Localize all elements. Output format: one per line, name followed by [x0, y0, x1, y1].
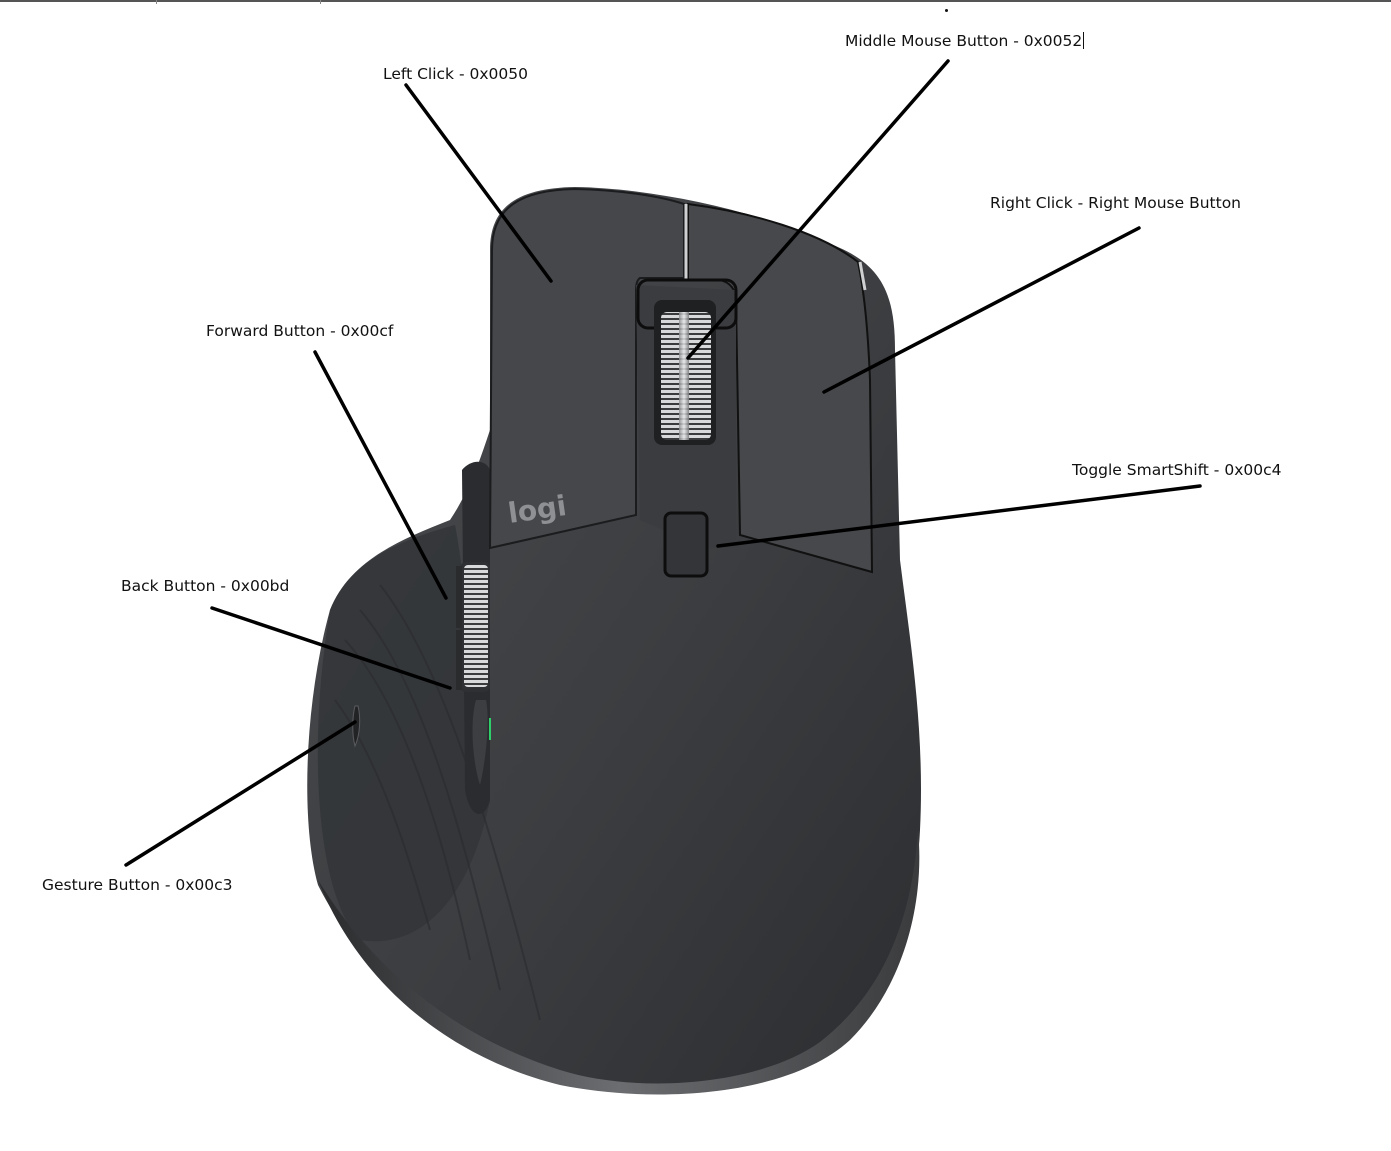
top-tick — [156, 0, 157, 4]
label-forward-button: Forward Button - 0x00cf — [206, 322, 394, 340]
leader-line-right — [822, 226, 1141, 394]
logi-logo: logi — [506, 489, 569, 530]
leader-line-back — [210, 606, 452, 690]
leader-line-gesture — [124, 720, 357, 867]
label-middle-mouse-button: Middle Mouse Button - 0x0052 — [845, 32, 1085, 50]
leader-line-forward — [313, 350, 448, 600]
label-gesture-button: Gesture Button - 0x00c3 — [42, 876, 233, 894]
window-top-border — [0, 0, 1391, 2]
label-left-click: Left Click - 0x0050 — [383, 65, 528, 83]
top-tick — [320, 0, 321, 4]
text-cursor — [1083, 32, 1085, 49]
leader-line-middle — [686, 59, 950, 360]
label-right-click: Right Click - Right Mouse Button — [990, 194, 1242, 212]
leader-line-left — [404, 83, 553, 283]
label-toggle-smartshift: Toggle SmartShift - 0x00c4 — [1072, 461, 1282, 479]
marker-dot — [945, 9, 948, 12]
mouse-body — [307, 187, 921, 1095]
label-back-button: Back Button - 0x00bd — [121, 577, 290, 595]
leader-line-smartshift — [716, 484, 1202, 548]
leader-lines — [124, 59, 1202, 867]
